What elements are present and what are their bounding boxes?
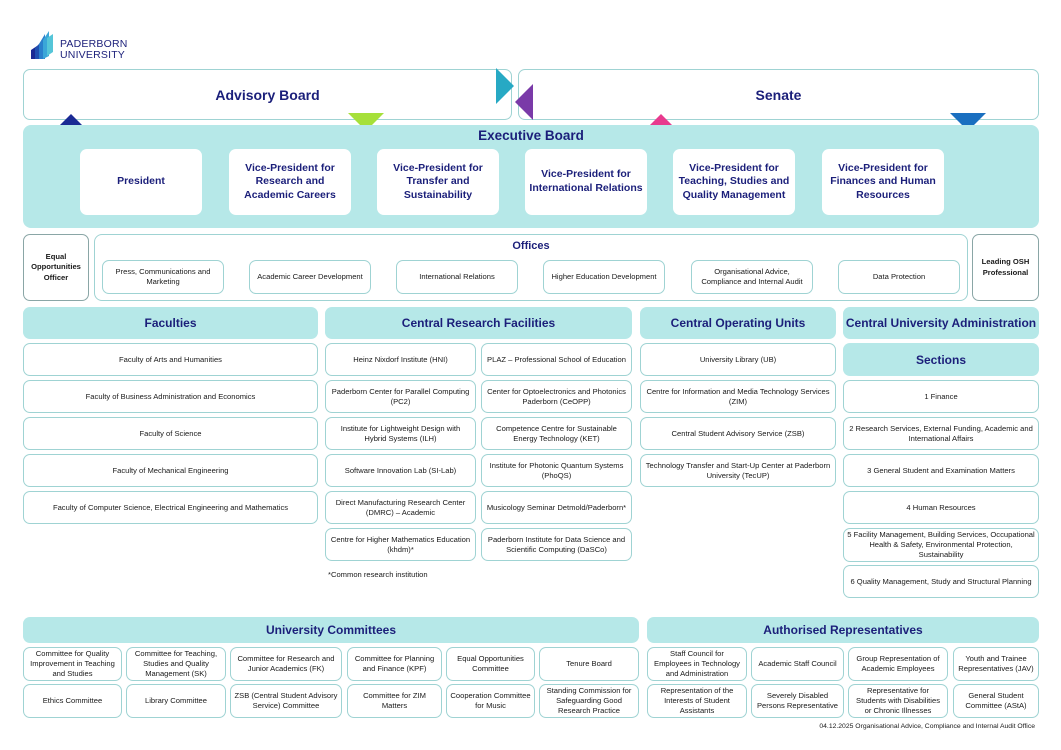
office-item[interactable]: Academic Career Development: [249, 260, 371, 294]
representative-item[interactable]: Staff Council for Employees in Technolog…: [647, 647, 747, 681]
research-facility-item[interactable]: Paderborn Institute for Data Science and…: [481, 528, 632, 561]
research-facility-item[interactable]: Centre for Higher Mathematics Education …: [325, 528, 476, 561]
representative-item[interactable]: Representative for Students with Disabil…: [848, 684, 948, 718]
operating-unit-item[interactable]: Central Student Advisory Service (ZSB): [640, 417, 836, 450]
research-facility-item[interactable]: Institute for Photonic Quantum Systems (…: [481, 454, 632, 487]
research-facilities-header: Central Research Facilities: [325, 307, 632, 339]
administration-title: Central University Administration: [845, 316, 1037, 330]
representative-item[interactable]: Severely Disabled Persons Representative: [751, 684, 844, 718]
equal-opportunities-officer-box[interactable]: Equal Opportunities Officer: [23, 234, 89, 301]
representative-item[interactable]: Youth and Trainee Representatives (JAV): [953, 647, 1039, 681]
senate-box[interactable]: Senate: [518, 69, 1039, 120]
logo-wordmark: PADERBORN UNIVERSITY: [60, 39, 128, 61]
exec-member-vp-transfer[interactable]: Vice-President for Transfer and Sustaina…: [377, 149, 499, 215]
committee-item[interactable]: Committee for Research and Junior Academ…: [230, 647, 342, 681]
committee-item[interactable]: Committee for Quality Improvement in Tea…: [23, 647, 122, 681]
executive-board-title: Executive Board: [478, 128, 584, 143]
section-item[interactable]: 4 Human Resources: [843, 491, 1039, 524]
section-item[interactable]: 2 Research Services, External Funding, A…: [843, 417, 1039, 450]
offices-panel: Offices: [94, 234, 968, 301]
operating-units-title: Central Operating Units: [670, 316, 806, 330]
section-item[interactable]: 3 General Student and Examination Matter…: [843, 454, 1039, 487]
research-facility-item[interactable]: Direct Manufacturing Research Center (DM…: [325, 491, 476, 524]
committee-item[interactable]: Ethics Committee: [23, 684, 122, 718]
committee-item[interactable]: Cooperation Committee for Music: [446, 684, 535, 718]
committee-item[interactable]: Equal Opportunities Committee: [446, 647, 535, 681]
exec-member-president[interactable]: President: [80, 149, 202, 215]
sections-header: Sections: [843, 343, 1039, 376]
research-facilities-title: Central Research Facilities: [401, 316, 556, 330]
section-item[interactable]: 6 Quality Management, Study and Structur…: [843, 565, 1039, 598]
committee-item[interactable]: Committee for ZIM Matters: [347, 684, 442, 718]
section-item[interactable]: 5 Facility Management, Building Services…: [843, 528, 1039, 562]
office-item[interactable]: Press, Communications and Marketing: [102, 260, 224, 294]
representatives-header: Authorised Representatives: [647, 617, 1039, 643]
committee-item[interactable]: Library Committee: [126, 684, 226, 718]
offices-title: Offices: [512, 240, 550, 252]
research-facility-item[interactable]: Heinz Nixdorf Institute (HNI): [325, 343, 476, 376]
operating-unit-item[interactable]: University Library (UB): [640, 343, 836, 376]
advisory-board-box[interactable]: Advisory Board: [23, 69, 512, 120]
research-facility-item[interactable]: Center for Optoelectronics and Photonics…: [481, 380, 632, 413]
research-facility-item[interactable]: Institute for Lightweight Design with Hy…: [325, 417, 476, 450]
logo-line2: UNIVERSITY: [60, 49, 126, 61]
exec-member-vp-finances[interactable]: Vice-President for Finances and Human Re…: [822, 149, 944, 215]
committee-item[interactable]: Standing Commission for Safeguarding Goo…: [539, 684, 639, 718]
faculty-item[interactable]: Faculty of Science: [23, 417, 318, 450]
faculty-item[interactable]: Faculty of Mechanical Engineering: [23, 454, 318, 487]
faculty-item[interactable]: Faculty of Arts and Humanities: [23, 343, 318, 376]
representatives-title: Authorised Representatives: [763, 623, 923, 637]
administration-header: Central University Administration: [843, 307, 1039, 339]
office-item[interactable]: Data Protection: [838, 260, 960, 294]
research-facility-item[interactable]: Musicology Seminar Detmold/Paderborn*: [481, 491, 632, 524]
research-facility-item[interactable]: PLAZ – Professional School of Education: [481, 343, 632, 376]
committee-item[interactable]: Tenure Board: [539, 647, 639, 681]
office-item[interactable]: Higher Education Development: [543, 260, 665, 294]
representative-item[interactable]: Academic Staff Council: [751, 647, 844, 681]
operating-unit-item[interactable]: Centre for Information and Media Technol…: [640, 380, 836, 413]
exec-member-vp-teaching[interactable]: Vice-President for Teaching, Studies and…: [673, 149, 795, 215]
office-item[interactable]: International Relations: [396, 260, 518, 294]
committee-item[interactable]: Committee for Planning and Finance (KPF): [347, 647, 442, 681]
book-stack-logo-icon: [31, 31, 53, 59]
exec-member-vp-international[interactable]: Vice-President for International Relatio…: [525, 149, 647, 215]
research-footnote: *Common research institution: [328, 570, 428, 579]
senate-label: Senate: [755, 86, 802, 103]
faculties-title: Faculties: [144, 316, 197, 330]
operating-unit-item[interactable]: Technology Transfer and Start-Up Center …: [640, 454, 836, 487]
logo-line1: PADERBORN: [60, 38, 128, 50]
faculty-item[interactable]: Faculty of Computer Science, Electrical …: [23, 491, 318, 524]
sections-title: Sections: [915, 352, 966, 367]
committees-header: University Committees: [23, 617, 639, 643]
advisory-board-label: Advisory Board: [215, 86, 320, 103]
arrow-triangle-right-teal-icon: [496, 68, 514, 104]
committee-item[interactable]: Committee for Teaching, Studies and Qual…: [126, 647, 226, 681]
faculty-item[interactable]: Faculty of Business Administration and E…: [23, 380, 318, 413]
committee-item[interactable]: ZSB (Central Student Advisory Service) C…: [230, 684, 342, 718]
footer-note: 04.12.2025 Organisational Advice, Compli…: [819, 723, 1035, 730]
committees-title: University Committees: [265, 623, 397, 637]
representative-item[interactable]: Group Representation of Academic Employe…: [848, 647, 948, 681]
arrow-triangle-left-purple-icon: [515, 84, 533, 120]
research-facility-item[interactable]: Competence Centre for Sustainable Energy…: [481, 417, 632, 450]
exec-member-vp-research[interactable]: Vice-President for Research and Academic…: [229, 149, 351, 215]
office-item[interactable]: Organisational Advice, Compliance and In…: [691, 260, 813, 294]
research-facility-item[interactable]: Paderborn Center for Parallel Computing …: [325, 380, 476, 413]
faculties-header: Faculties: [23, 307, 318, 339]
representative-item[interactable]: Representation of the Interests of Stude…: [647, 684, 747, 718]
research-facility-item[interactable]: Software Innovation Lab (SI-Lab): [325, 454, 476, 487]
operating-units-header: Central Operating Units: [640, 307, 836, 339]
section-item[interactable]: 1 Finance: [843, 380, 1039, 413]
logo: [29, 28, 139, 62]
representative-item[interactable]: General Student Committee (AStA): [953, 684, 1039, 718]
leading-osh-professional-box[interactable]: Leading OSH Professional: [972, 234, 1039, 301]
